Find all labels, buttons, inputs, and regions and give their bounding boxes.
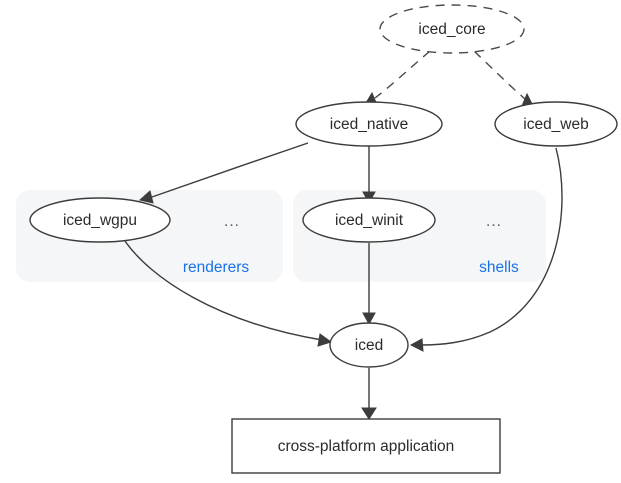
node-iced-web-ellipse[interactable] <box>494 101 618 147</box>
edge-iced-native-to-iced-wgpu-arrowhead <box>138 190 154 204</box>
node-iced-winit-label: iced_winit <box>335 212 404 229</box>
node-iced-wgpu-label: iced_wgpu <box>63 212 137 229</box>
edge-iced-web-to-iced-arrowhead <box>409 338 424 352</box>
edge-iced-winit-to-iced-arrowhead <box>362 312 376 326</box>
node-iced-core[interactable]: iced_core <box>379 4 525 54</box>
node-iced-native[interactable]: iced_native <box>295 101 443 147</box>
cluster-shells-ellipsis: ... <box>486 213 502 230</box>
node-cross-platform-application[interactable]: cross-platform application <box>231 418 501 474</box>
node-cross-platform-application-label: cross-platform application <box>278 438 455 455</box>
edge-iced-native-to-iced-winit <box>362 146 376 205</box>
edge-iced-wgpu-to-iced <box>124 240 333 347</box>
cluster-shells-label: shells <box>479 259 519 276</box>
edge-iced-native-to-iced-wgpu <box>138 142 309 204</box>
edge-iced-to-application-arrowhead <box>361 407 377 420</box>
edge-iced-core-to-iced-native <box>365 50 431 106</box>
edge-iced-to-application <box>361 368 377 420</box>
edge-iced-wgpu-to-iced-path <box>124 240 323 341</box>
edge-iced-web-to-iced-path <box>420 147 563 346</box>
node-iced-web[interactable]: iced_web <box>494 101 618 147</box>
edge-iced-web-to-iced <box>409 147 563 352</box>
node-iced[interactable]: iced <box>329 322 409 368</box>
edge-iced-wgpu-to-iced-arrowhead <box>317 333 333 347</box>
node-iced-native-ellipse[interactable] <box>295 101 443 147</box>
node-iced-ellipse[interactable] <box>329 322 409 368</box>
node-iced-winit-ellipse[interactable] <box>302 197 436 243</box>
node-iced-wgpu[interactable]: iced_wgpu <box>29 197 171 243</box>
cluster-renderers-ellipsis: ... <box>224 213 240 230</box>
edge-iced-winit-to-iced <box>362 243 376 326</box>
node-iced-core-label: iced_core <box>418 21 485 38</box>
node-iced-core-ellipse[interactable] <box>379 4 525 54</box>
edge-iced-core-to-iced-web-path <box>473 50 526 100</box>
cluster-renderers-label: renderers <box>183 259 250 276</box>
node-iced-native-label: iced_native <box>330 116 408 133</box>
edge-iced-core-to-iced-web <box>473 50 533 107</box>
node-iced-wgpu-ellipse[interactable] <box>29 197 171 243</box>
node-iced-web-label: iced_web <box>523 116 589 133</box>
node-iced-label: iced <box>355 337 383 354</box>
node-cross-platform-application-box[interactable] <box>231 418 501 474</box>
edge-iced-native-to-iced-wgpu-path <box>151 142 309 198</box>
edge-iced-core-to-iced-native-path <box>374 50 431 99</box>
node-iced-winit[interactable]: iced_winit <box>302 197 436 243</box>
